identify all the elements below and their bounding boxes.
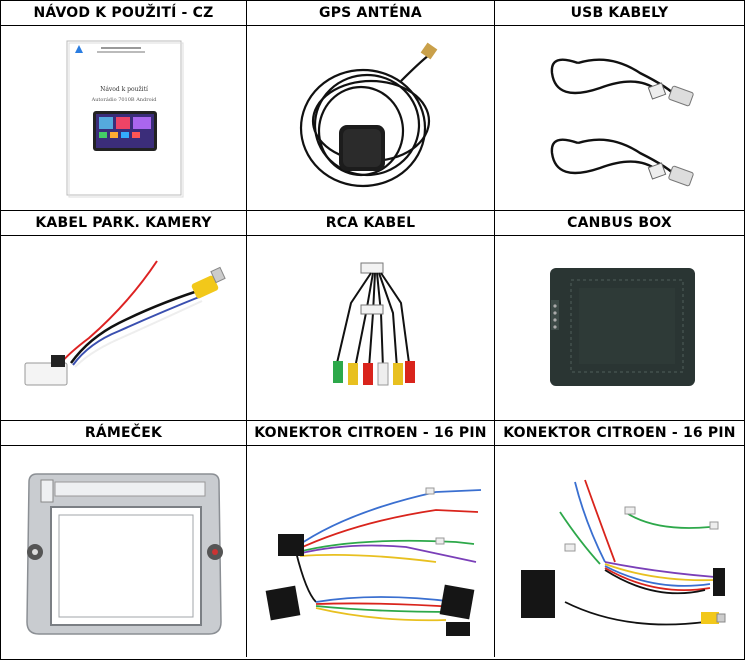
manual-title: Návod k použití xyxy=(100,86,148,93)
frame-image xyxy=(1,446,247,657)
canbus-box-icon xyxy=(549,268,695,386)
usb-cables-image xyxy=(495,26,744,211)
header-parking-camera-cable: KABEL PARK. KAMERY xyxy=(1,211,247,236)
usb-cables-icon xyxy=(550,58,694,187)
header-canbus-box: CANBUS BOX xyxy=(495,211,744,236)
harness-connector-b-image xyxy=(495,446,744,657)
manual-image: Návod k použití Autorádio 7010B Android xyxy=(1,26,247,211)
header-harness-connector-a: KONEKTOR CITROEN - 16 PIN xyxy=(247,421,495,446)
harness-connector-b-icon xyxy=(520,479,725,625)
header-frame: RÁMEČEK xyxy=(1,421,247,446)
header-gps-antenna: GPS ANTÉNA xyxy=(247,1,495,26)
header-usb-cables: USB KABELY xyxy=(495,1,744,26)
header-manual: NÁVOD K POUŽITÍ - CZ xyxy=(1,1,247,26)
parking-camera-cable-image xyxy=(1,236,247,421)
header-rca-cable: RCA KABEL xyxy=(247,211,495,236)
harness-connector-a-image xyxy=(247,446,495,657)
frame-icon xyxy=(26,472,223,635)
rca-cable-image xyxy=(247,236,495,421)
parking-camera-cable-icon xyxy=(24,260,226,386)
manual-booklet-icon: Návod k použití Autorádio 7010B Android xyxy=(66,40,183,198)
gps-antenna-image xyxy=(247,26,495,211)
harness-connector-a-icon xyxy=(265,487,481,636)
canbus-box-image xyxy=(495,236,744,421)
header-harness-connector-b: KONEKTOR CITROEN - 16 PIN xyxy=(495,421,744,446)
rca-cable-icon xyxy=(332,262,415,386)
gps-antenna-icon xyxy=(299,42,437,188)
manual-subtitle: Autorádio 7010B Android xyxy=(90,96,157,103)
